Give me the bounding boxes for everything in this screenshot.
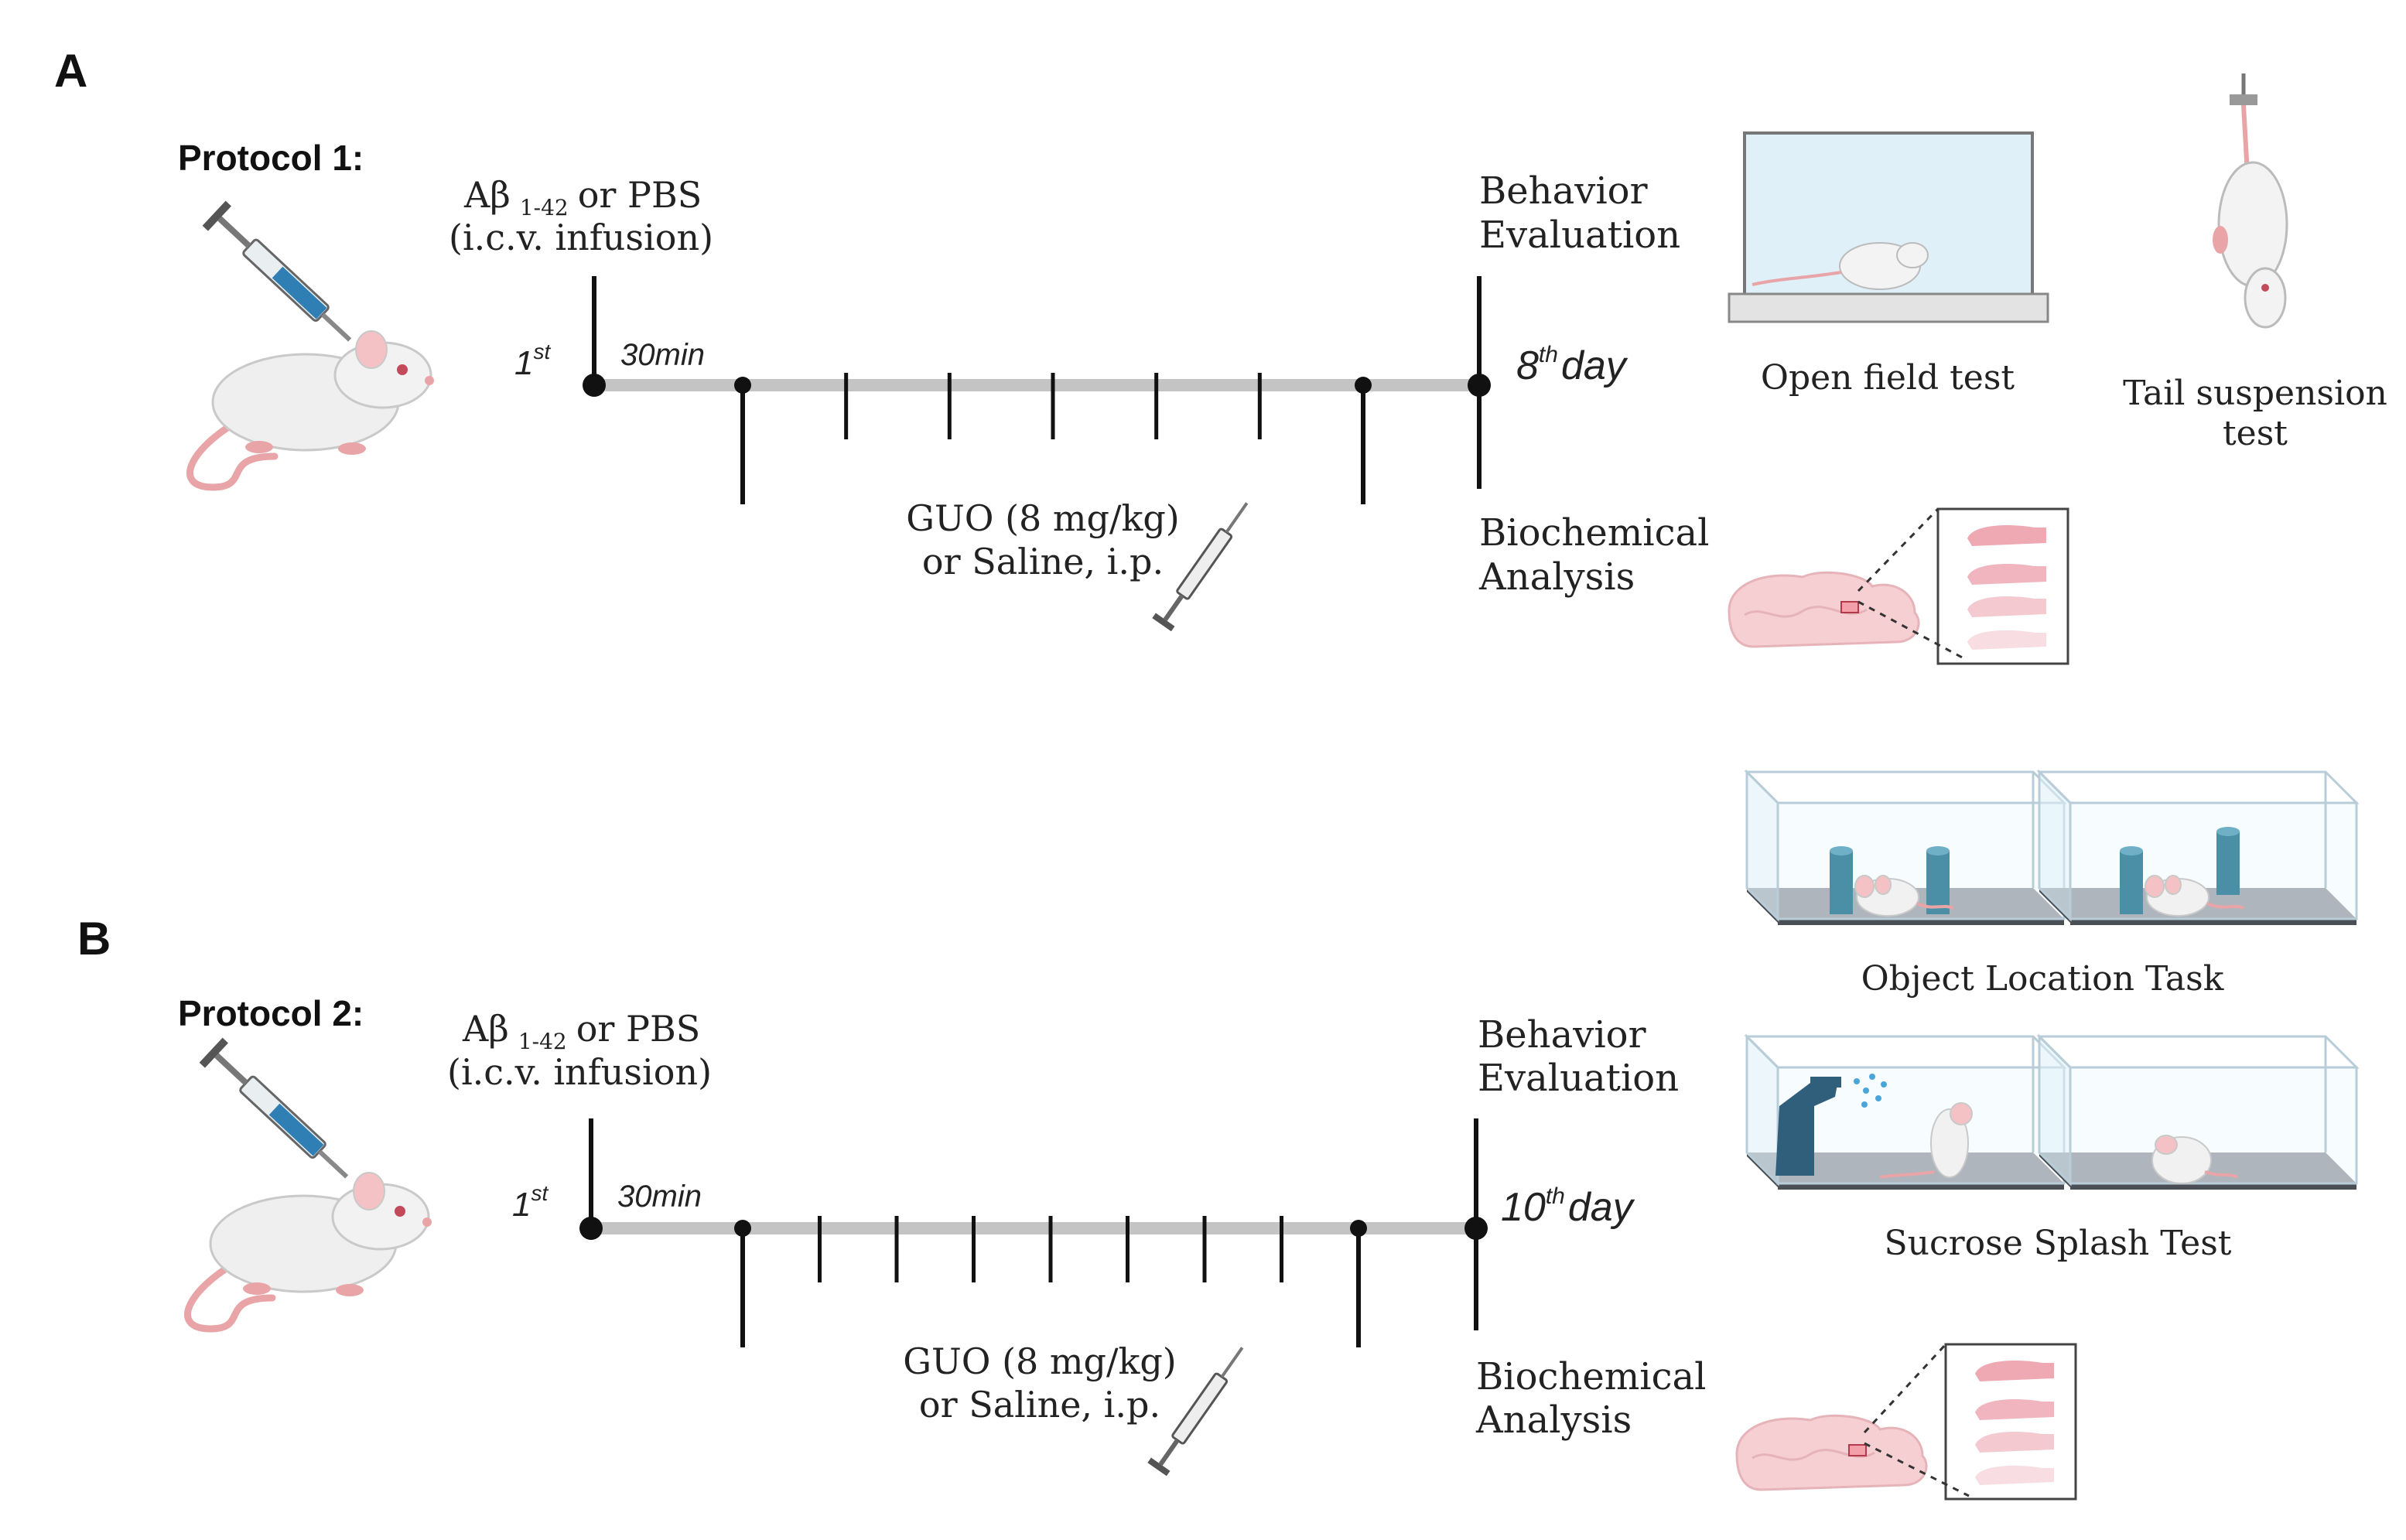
splash-arena-1 xyxy=(1745,1035,2066,1191)
behavior-label-2: Evaluation xyxy=(1478,1057,1679,1100)
behavior-label-1: Behavior xyxy=(1479,169,1648,213)
protocol-title: Protocol 2: xyxy=(178,993,364,1033)
infusion-method: (i.c.v. infusion) xyxy=(449,217,713,258)
treatment-start-point xyxy=(734,377,751,394)
test-label: Object Location Task xyxy=(1861,959,2224,999)
start-day-label: 1st xyxy=(512,1181,549,1224)
behavior-label-1: Behavior xyxy=(1478,1013,1646,1057)
brain-icon xyxy=(1735,1414,1928,1491)
treatment-end-point xyxy=(1355,377,1372,394)
protocol-title: Protocol 1: xyxy=(178,138,364,178)
biochem-label-2: Analysis xyxy=(1475,1398,1632,1442)
splash-arena-2 xyxy=(2038,1035,2358,1191)
behavior-label-2: Evaluation xyxy=(1479,213,1680,257)
syringe-icon xyxy=(198,1036,360,1190)
delay-label: 30min xyxy=(617,1180,702,1214)
timeline xyxy=(579,1216,1488,1347)
delay-label: 30min xyxy=(620,338,705,372)
brain-slices-icon xyxy=(1936,507,2069,665)
treatment-label-1: GUO (8 mg/kg) xyxy=(906,497,1180,539)
mouse-icon xyxy=(190,331,434,487)
panel-letter: A xyxy=(54,45,87,97)
object-location-arena-1 xyxy=(1745,770,2066,927)
test-label: Sucrose Splash Test xyxy=(1884,1224,2231,1263)
treatment-label-2: or Saline, i.p. xyxy=(919,1384,1160,1426)
brain-icon xyxy=(1728,571,1920,648)
panel-letter: B xyxy=(77,913,111,965)
test-label: Tail suspension xyxy=(2123,374,2387,413)
biochem-label-1: Biochemical xyxy=(1476,1355,1706,1398)
brain-slices-icon xyxy=(1944,1343,2077,1501)
treatment-end-point xyxy=(1350,1220,1367,1237)
test-label: Open field test xyxy=(1761,358,2015,398)
end-day-label: 10thday xyxy=(1501,1183,1635,1230)
start-day-label: 1st xyxy=(514,340,551,382)
object-location-arena-2 xyxy=(2038,770,2358,927)
start-point xyxy=(579,1217,603,1240)
biochem-label-1: Biochemical xyxy=(1479,511,1709,555)
treatment-label-2: or Saline, i.p. xyxy=(922,541,1164,582)
mouse-icon xyxy=(188,1173,432,1329)
end-day-label: 8thday xyxy=(1516,342,1628,388)
treatment-label-1: GUO (8 mg/kg) xyxy=(903,1340,1177,1382)
tail-suspension-illustration xyxy=(2213,73,2288,329)
test-label: test xyxy=(2223,414,2288,453)
start-point xyxy=(583,374,606,397)
biochem-label-2: Analysis xyxy=(1478,555,1635,599)
open-field-illustration xyxy=(1728,131,2049,323)
timeline xyxy=(583,373,1491,504)
infusion-method: (i.c.v. infusion) xyxy=(447,1051,712,1093)
syringe-icon xyxy=(201,200,363,353)
treatment-start-point xyxy=(734,1220,751,1237)
